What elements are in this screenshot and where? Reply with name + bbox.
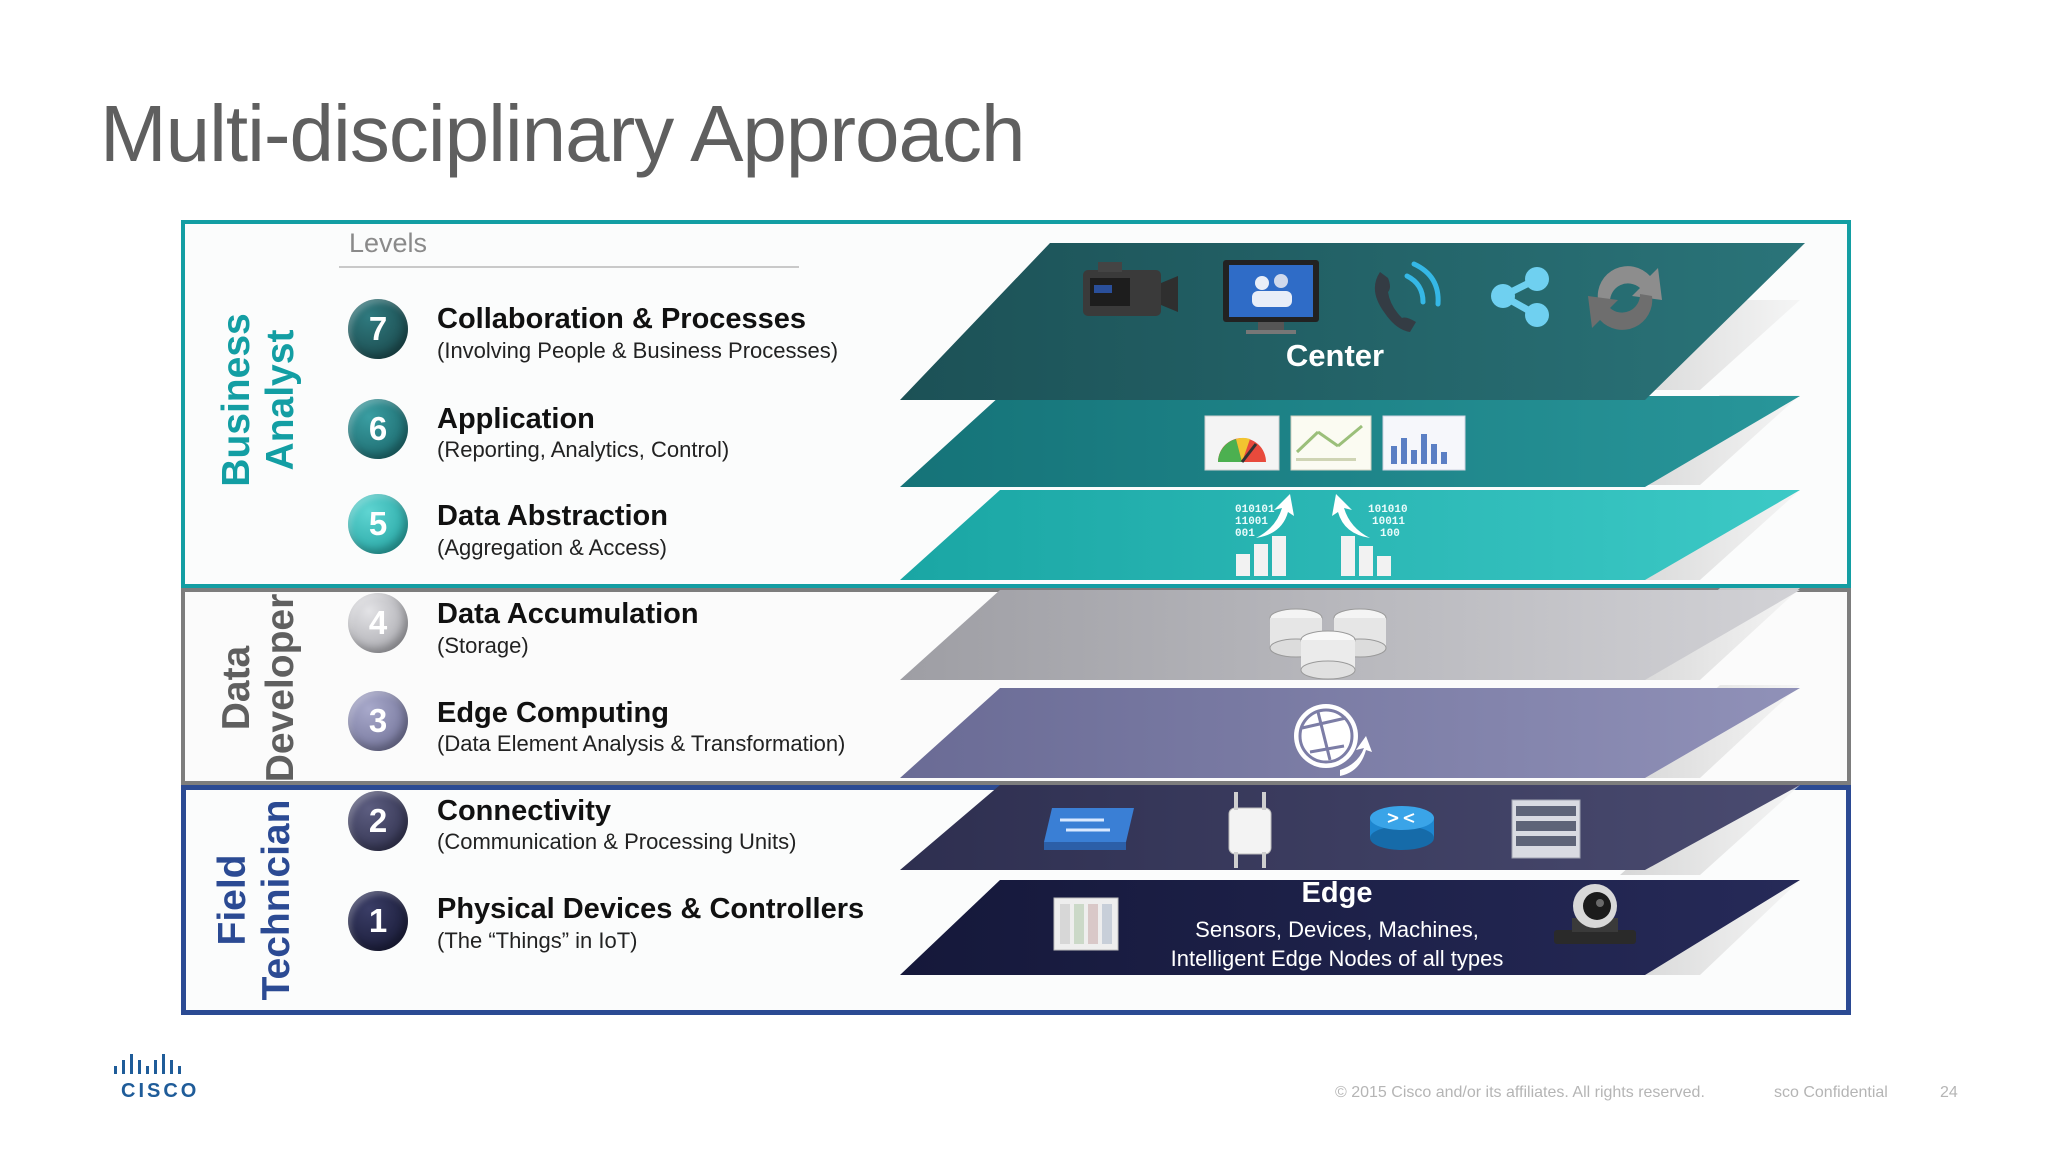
level-name-3: Edge Computing xyxy=(437,697,669,729)
level-name-6: Application xyxy=(437,403,595,435)
binary-right-line-2: 10011 xyxy=(1372,516,1405,528)
level-desc-6: (Reporting, Analytics, Control) xyxy=(437,437,730,462)
level-desc-5: (Aggregation & Access) xyxy=(437,535,667,560)
levels-heading: Levels xyxy=(349,228,428,258)
level-badge-7: 7 xyxy=(348,299,408,359)
page-number: 24 xyxy=(1940,1084,1958,1101)
binary-left-line-3: 001 xyxy=(1235,528,1255,540)
data-access-down-icon: 101010 10011 100 xyxy=(1332,494,1408,576)
center-label: Center xyxy=(1286,338,1384,373)
server-rack-icon xyxy=(1511,799,1581,859)
level-badge-3: 3 xyxy=(348,691,408,751)
router-icon xyxy=(1370,806,1434,850)
level-badge-6: 6 xyxy=(348,399,408,459)
phone-call-icon xyxy=(1374,261,1441,332)
page-title: Multi-disciplinary Approach xyxy=(100,89,1026,178)
level-badge-2: 2 xyxy=(348,791,408,851)
level-desc-2: (Communication & Processing Units) xyxy=(437,829,797,854)
cisco-logo-wordmark: CISCO xyxy=(121,1080,200,1102)
level-badge-1: 1 xyxy=(348,891,408,951)
binary-right-line-1: 101010 xyxy=(1368,504,1408,516)
edge-description-line-2: Intelligent Edge Nodes of all types xyxy=(1171,946,1504,971)
binary-right-line-3: 100 xyxy=(1380,528,1400,540)
report-chart-icon xyxy=(1290,415,1372,471)
edge-label: Edge xyxy=(1302,877,1373,909)
binary-left-line-2: 11001 xyxy=(1235,516,1268,528)
copyright-notice: © 2015 Cisco and/or its affiliates. All … xyxy=(1335,1084,1705,1101)
level-desc-4: (Storage) xyxy=(437,633,529,658)
monitor-people-icon xyxy=(1223,260,1319,334)
layer-5-abstraction xyxy=(900,490,1800,580)
gauge-dashboard-icon xyxy=(1204,415,1280,471)
level-name-1: Physical Devices & Controllers xyxy=(437,893,865,925)
share-icon xyxy=(1491,267,1549,327)
level-badge-5: 5 xyxy=(348,494,408,554)
ptz-camera-icon xyxy=(1554,884,1636,944)
level-name-2: Connectivity xyxy=(437,795,612,827)
refresh-icon xyxy=(1588,266,1662,330)
wireless-access-point-icon xyxy=(1228,792,1272,868)
database-storage-icon xyxy=(1269,608,1387,680)
level-name-5: Data Abstraction xyxy=(437,500,668,532)
binary-left-line-1: 010101 xyxy=(1235,504,1275,516)
level-name-4: Data Accumulation xyxy=(437,598,699,630)
network-switch-icon xyxy=(1044,808,1134,850)
bar-report-icon xyxy=(1382,415,1466,471)
level-desc-3: (Data Element Analysis & Transformation) xyxy=(437,731,846,756)
level-desc-1: (The “Things” in IoT) xyxy=(437,928,638,953)
layer-2-connectivity xyxy=(900,785,1800,870)
data-aggregation-up-icon: 010101 11001 001 xyxy=(1235,494,1294,576)
edge-network-globe-icon xyxy=(1294,704,1372,776)
confidential-notice: sco Confidential xyxy=(1774,1084,1888,1101)
edge-description-line-1: Sensors, Devices, Machines, xyxy=(1195,917,1479,942)
level-badge-4: 4 xyxy=(348,593,408,653)
video-camera-icon xyxy=(1083,262,1178,316)
cisco-logo-bars-icon xyxy=(114,1054,181,1074)
level-name-7: Collaboration & Processes xyxy=(437,303,807,335)
level-desc-7: (Involving People & Business Processes) xyxy=(437,338,839,363)
levels-underline xyxy=(339,266,799,268)
controller-module-icon xyxy=(1053,897,1119,951)
